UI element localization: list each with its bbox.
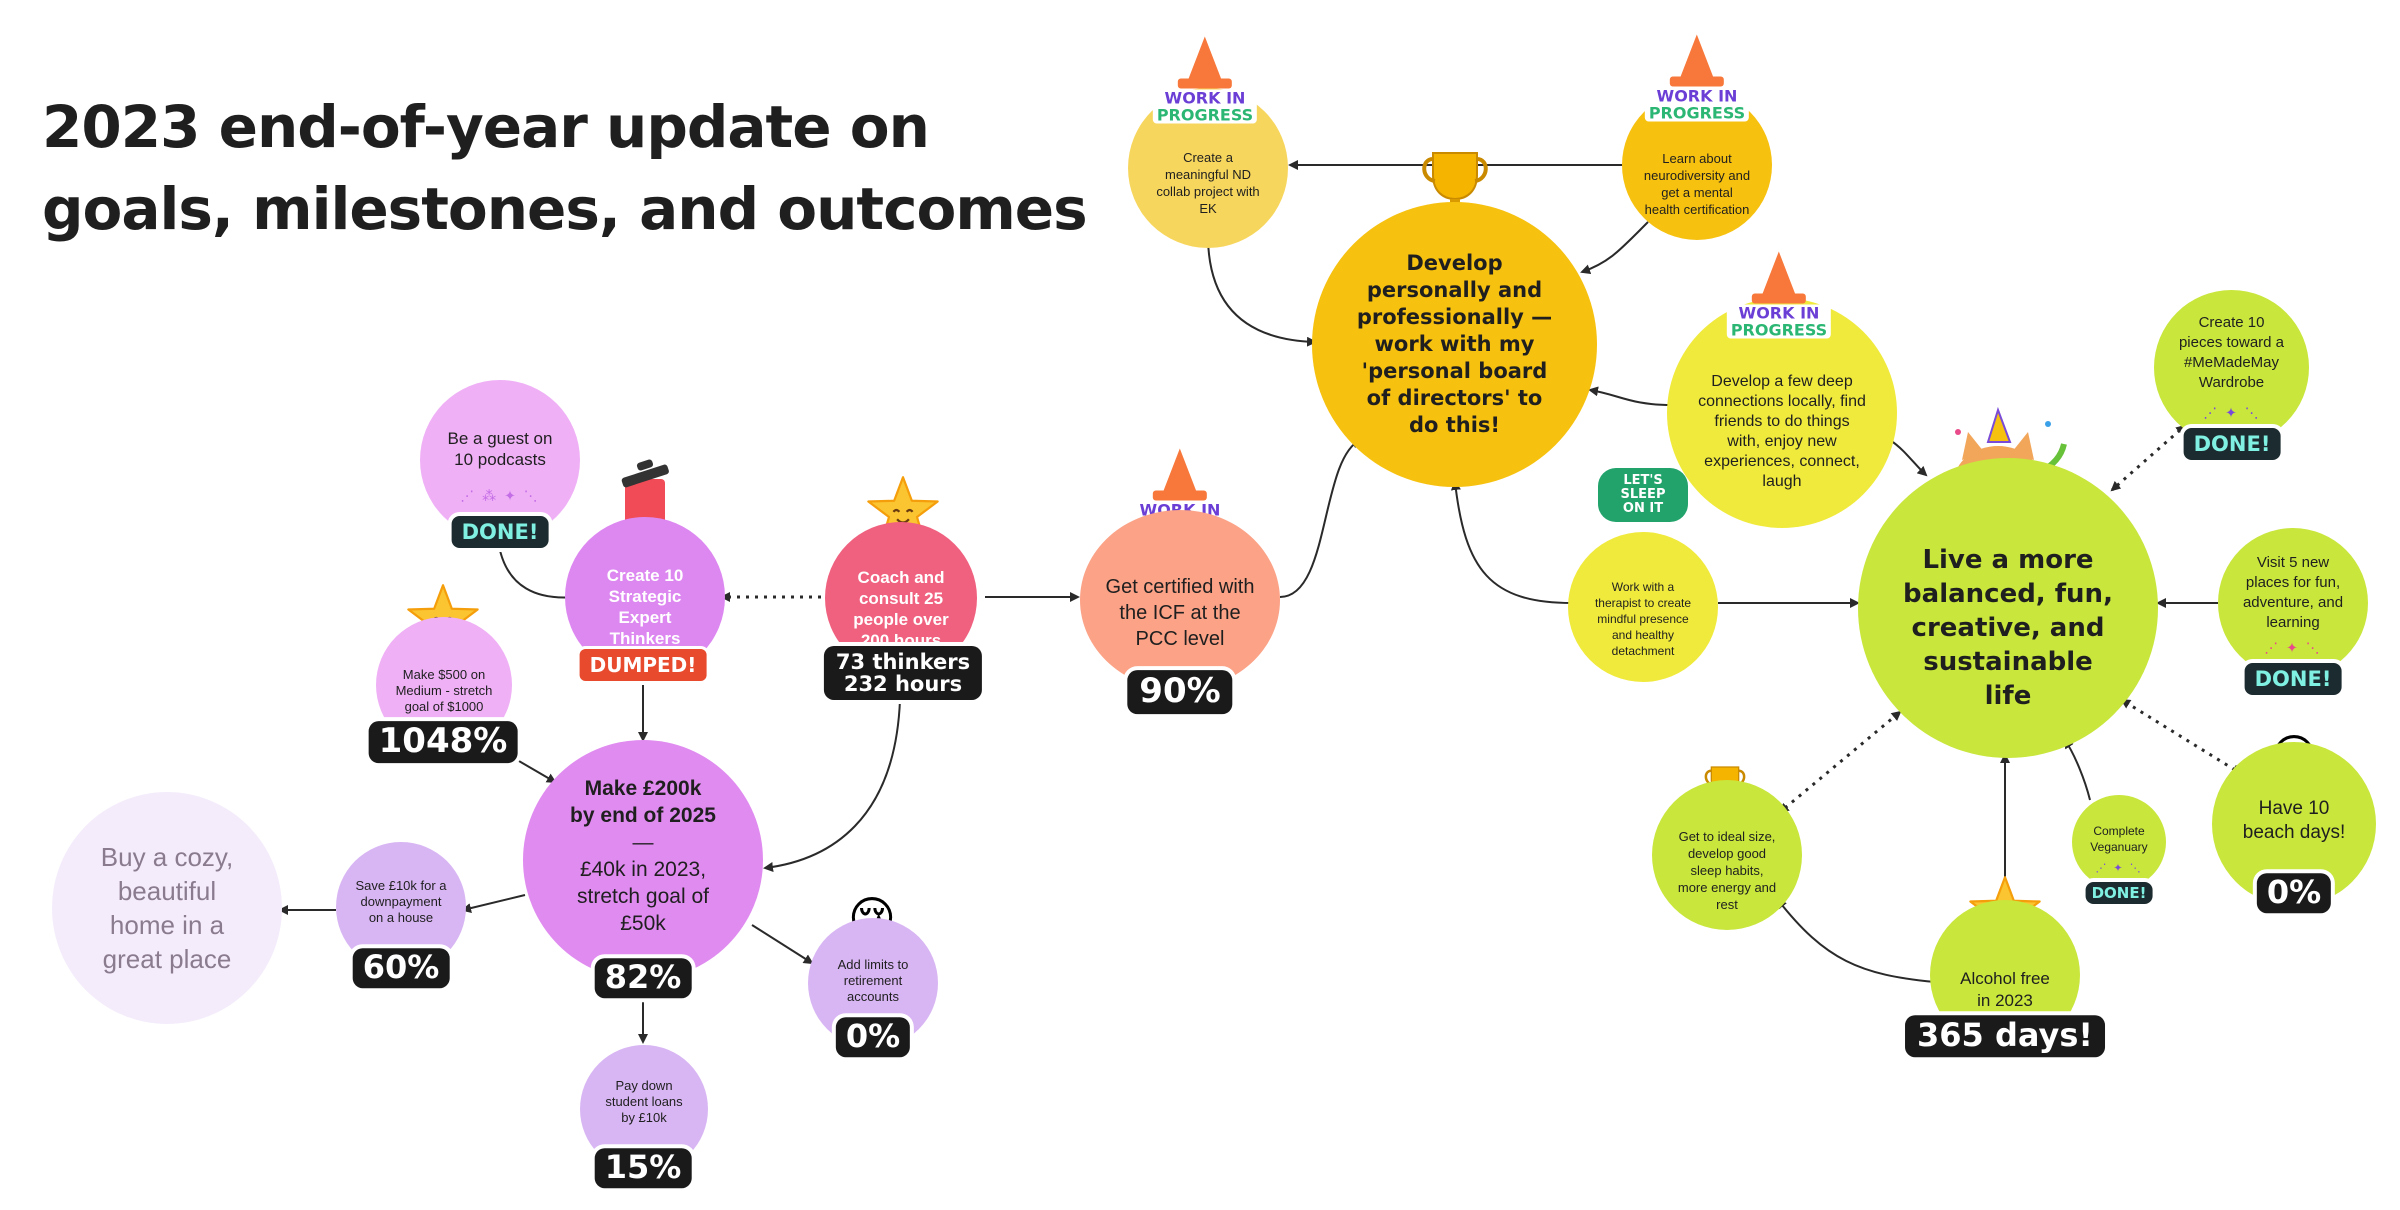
dumped-badge: DUMPED! [579, 649, 707, 681]
node-money-title-1: Make £200k [584, 777, 702, 800]
node-medium-label: Make $500 on Medium - stretch goal of $1… [395, 667, 493, 714]
edge-memademay-life [2110, 424, 2186, 492]
edge-alcohol-ideal [1776, 898, 1936, 983]
edge-money-retirement [751, 924, 814, 965]
node-develop-label: Develop personally and professionally — … [1356, 251, 1553, 437]
node-therapist[interactable]: Work with a therapist to create mindful … [1568, 532, 1718, 682]
node-money[interactable]: Make £200k by end of 2025 — £40k in 2023… [523, 740, 763, 980]
node-vegan-label: Complete Veganuary [2090, 824, 2148, 854]
trophy-icon [1422, 152, 1488, 225]
node-money-detail: £40k in 2023, stretch goal of £50k [577, 858, 709, 935]
edge-connections-develop [1588, 386, 1673, 406]
title-line-1: 2023 end-of-year update on [42, 93, 930, 161]
icf-result-badge: 90% [1127, 670, 1233, 714]
vegan-done-badge: DONE! [2085, 882, 2153, 904]
node-life[interactable]: Live a more balanced, fun, creative, and… [1858, 458, 2158, 758]
node-icf[interactable]: Get certified with the ICF at the PCC le… [1080, 510, 1280, 690]
podcasts-done-badge: DONE! [451, 516, 549, 548]
node-money-dash: — [632, 831, 654, 854]
edge-coach-money [763, 699, 901, 872]
traffic-cone-icon [1162, 448, 1197, 493]
node-home[interactable]: Buy a cozy, beautiful home in a great pl… [52, 792, 282, 1024]
node-neurodiversity-label: Learn about neurodiversity and get a men… [1643, 151, 1751, 217]
confetti-icon: ⋰ ✦ ⋱ [2264, 639, 2322, 656]
coach-result-line-1: 73 thinkers [835, 649, 971, 674]
node-ideal-size-label: Get to ideal size, develop good sleep ha… [1677, 828, 1777, 912]
node-student-loans-label: Pay down student loans by £10k [605, 1078, 683, 1125]
node-memademay[interactable]: Create 10 pieces toward a #MeMadeMay War… [2154, 290, 2309, 445]
node-save-10k-label: Save £10k for a downpayment on a house [355, 878, 447, 925]
node-therapist-label: Work with a therapist to create mindful … [1594, 580, 1692, 658]
node-coach-label: Coach and consult 25 people over 200 hou… [853, 568, 949, 650]
node-life-label: Live a more balanced, fun, creative, and… [1903, 545, 2113, 711]
node-beach-label: Have 10 beach days! [2242, 798, 2346, 843]
page-title: 2023 end-of-year update on goals, milest… [42, 86, 1088, 250]
node-connections-label: Develop a few deep connections locally, … [1698, 373, 1866, 490]
retirement-result-badge: 0% [835, 1017, 911, 1057]
student-loans-result-badge: 15% [594, 1148, 692, 1188]
alcohol-result-badge: 365 days! [1905, 1015, 2105, 1057]
edge-money-save [461, 894, 526, 913]
sleep-sticker-icon: LET'S SLEEP ON IT [1598, 468, 1688, 522]
coach-result-line-2: 232 hours [843, 672, 963, 696]
edge-beach-life [2120, 698, 2242, 775]
edge-podcasts-strategic [497, 539, 577, 603]
confetti-icon: ⋰ ✦ ⋱ [2203, 404, 2261, 421]
node-podcasts[interactable]: Be a guest on 10 podcasts [420, 380, 580, 540]
memademay-done-badge: DONE! [2183, 428, 2281, 460]
node-vegan[interactable]: Complete Veganuary [2072, 795, 2166, 889]
confetti-icon: ⋰ ⁂ ✦ ⋱ [460, 487, 540, 504]
node-money-title-2: by end of 2025 [570, 804, 716, 827]
edge-vegan-life [2063, 738, 2091, 801]
node-alcohol-label: Alcohol free in 2023 [1960, 969, 2050, 1010]
edge-nd-develop [1207, 239, 1317, 347]
title-line-2: goals, milestones, and outcomes [42, 175, 1088, 243]
edge-neuro-develop [1580, 221, 1649, 275]
node-money-text: Make £200k by end of 2025 — £40k in 2023… [553, 775, 733, 937]
node-visit[interactable]: Visit 5 new places for fun, adventure, a… [2218, 528, 2368, 678]
traffic-cone-icon [1679, 34, 1714, 79]
edge-therapist-develop [1450, 480, 1573, 604]
trash-icon [621, 459, 669, 527]
traffic-cone-icon [1761, 251, 1796, 296]
save-10k-result-badge: 60% [352, 948, 450, 988]
coach-result-badge: 73 thinkers 232 hours [823, 645, 983, 701]
node-develop[interactable]: Develop personally and professionally — … [1312, 202, 1597, 487]
money-result-badge: 82% [594, 958, 692, 998]
node-podcasts-label: Be a guest on 10 podcasts [447, 429, 553, 469]
node-strategic-thinkers-label: Create 10 Strategic Expert Thinkers [606, 566, 684, 648]
node-icf-label: Get certified with the ICF at the PCC le… [1105, 576, 1255, 650]
node-nd-collab-label: Create a meaningful ND collab project wi… [1156, 150, 1260, 216]
node-visit-label: Visit 5 new places for fun, adventure, a… [2242, 554, 2344, 631]
node-home-label: Buy a cozy, beautiful home in a great pl… [100, 842, 234, 974]
edge-ideal-life [1778, 710, 1902, 814]
edge-connections-life [1889, 439, 1928, 477]
edge-icf-develop [1279, 439, 1362, 598]
node-retirement-label: Add limits to retirement accounts [837, 957, 909, 1004]
visit-done-badge: DONE! [2244, 663, 2342, 695]
traffic-cone-icon [1187, 36, 1222, 81]
medium-result-badge: 1048% [368, 721, 518, 763]
node-memademay-label: Create 10 pieces toward a #MeMadeMay War… [2178, 313, 2285, 391]
beach-result-badge: 0% [2256, 873, 2332, 913]
node-ideal-size[interactable]: Get to ideal size, develop good sleep ha… [1652, 780, 1802, 930]
confetti-icon: ⋰ ✦ ⋱ [2095, 862, 2143, 875]
